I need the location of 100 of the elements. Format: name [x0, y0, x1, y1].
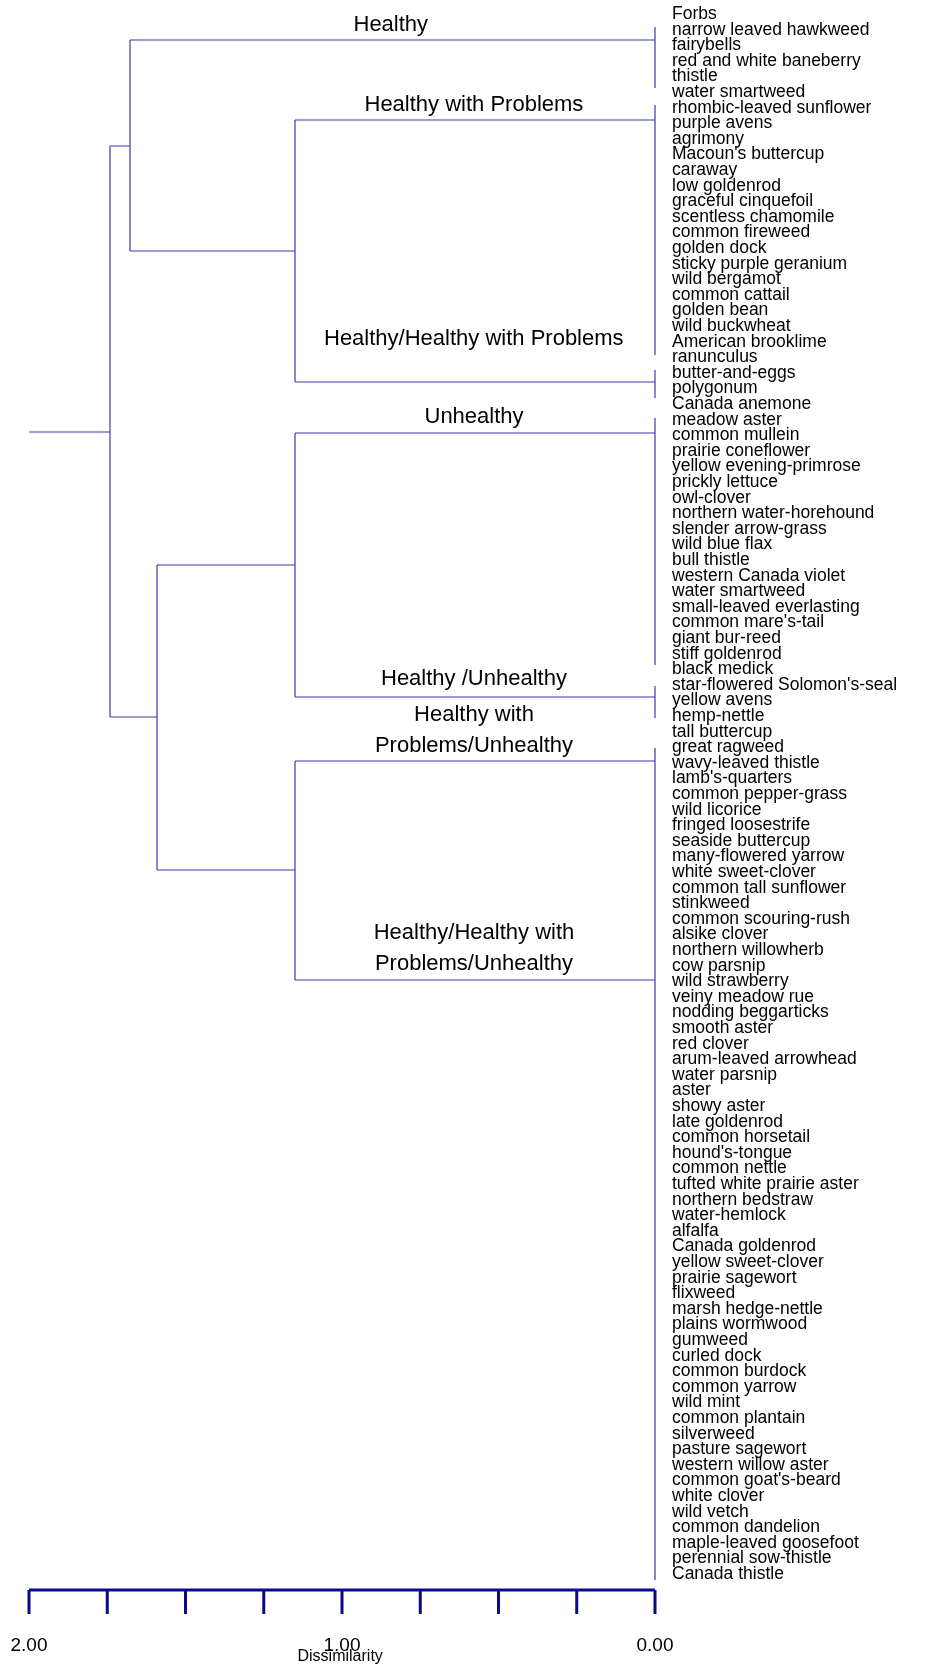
leaf-label: butter-and-eggs	[672, 364, 796, 381]
leaf-label: giant bur-reed	[672, 630, 781, 646]
leaf-label: thistle	[672, 68, 718, 85]
leaf-label: Canada goldenrod	[672, 1238, 816, 1255]
cluster-label: Healthy /Unhealthy	[381, 664, 567, 692]
leaf-label: wild licorice	[672, 801, 762, 818]
leaf-label: yellow avens	[672, 692, 773, 709]
leaf-label: common plantain	[672, 1410, 806, 1426]
leaf-label: white clover	[672, 1488, 765, 1504]
leaf-label: star-flowered Solomon's-seal	[672, 676, 898, 693]
leaf-label: common goat's-beard	[672, 1472, 841, 1489]
leaf-label: golden bean	[672, 302, 769, 319]
leaf-label: stiff goldenrod	[672, 645, 782, 662]
leaf-label: agrimony	[672, 130, 744, 147]
leaf-label: golden dock	[672, 240, 767, 256]
leaf-label: nodding beggarticks	[672, 1004, 829, 1021]
leaf-label: showy aster	[672, 1098, 766, 1114]
leaf-label: prairie coneflower	[672, 442, 811, 459]
leaf-label: caraway	[672, 162, 738, 178]
leaf-label: tufted white prairie aster	[672, 1176, 859, 1192]
leaf-label: aster	[672, 1082, 711, 1099]
leaf-label: western Canada violet	[672, 567, 846, 584]
leaf-label: flixweed	[672, 1285, 736, 1302]
leaf-label: common tall sunflower	[672, 879, 847, 896]
leaf-label: northern willowherb	[672, 942, 824, 958]
leaf-label: plains wormwood	[672, 1316, 808, 1333]
leaf-label: common burdock	[672, 1363, 807, 1380]
tick-label: 0.00	[635, 1634, 675, 1656]
leaf-label: small-leaved everlasting	[672, 598, 860, 615]
leaf-label: Macoun's buttercup	[672, 146, 825, 163]
cluster-label: Healthy/Healthy with Problems/Unhealthy	[372, 918, 576, 977]
leaf-label: low goldenrod	[672, 177, 781, 194]
leaf-label: white sweet-clover	[672, 864, 816, 880]
leaf-label: hemp-nettle	[672, 708, 765, 724]
leaf-label: late goldenrod	[672, 1113, 783, 1130]
leaf-label: bull thistle	[672, 552, 750, 568]
leaf-label: wild strawberry	[672, 973, 789, 990]
leaf-label: wild blue flax	[672, 536, 773, 553]
leaf-label: sticky purple geranium	[672, 255, 848, 272]
leaf-label: smooth aster	[672, 1020, 774, 1036]
leaf-label: common mullein	[672, 427, 800, 444]
cluster-label: Healthy with Problems	[364, 90, 584, 118]
leaf-label: tall buttercup	[672, 723, 773, 740]
leaf-label: yellow evening-primrose	[672, 458, 861, 475]
leaf-label: cow parsnip	[672, 957, 766, 974]
leaf-label: alfalfa	[672, 1222, 719, 1239]
leaf-label: water-hemlock	[672, 1207, 786, 1224]
cluster-label: Healthy/Healthy with Problems	[324, 324, 624, 352]
leaf-label: polygonum	[672, 380, 758, 397]
cluster-label: Healthy with Problems/Unhealthy	[373, 700, 575, 759]
leaf-label: rhombic-leaved sunflower	[672, 99, 872, 116]
leaf-label: curled dock	[672, 1347, 762, 1364]
leaf-label: stinkweed	[672, 895, 750, 912]
leaf-label: ranunculus	[672, 349, 758, 366]
leaf-label: northern bedstraw	[672, 1191, 814, 1208]
leaf-label: prickly lettuce	[672, 474, 778, 490]
leaf-label: seaside buttercup	[672, 832, 811, 849]
leaf-label: common scouring-rush	[672, 910, 850, 927]
leaf-label: water parsnip	[672, 1066, 778, 1083]
leaf-label: hound's-tongue	[672, 1144, 793, 1161]
leaf-label: wild mint	[672, 1394, 741, 1411]
leaf-label: American brooklime	[672, 333, 827, 350]
leaf-label: common mare's-tail	[672, 614, 825, 631]
leaf-label: wild vetch	[672, 1503, 749, 1520]
leaf-label: Canada anemone	[672, 396, 812, 412]
leaf-label: common dandelion	[672, 1519, 820, 1536]
leaf-label: veiny meadow rue	[672, 988, 815, 1005]
leaf-label: water smartweed	[672, 583, 806, 600]
leaf-label: maple-leaved goosefoot	[672, 1534, 859, 1551]
leaf-label: northern water-horehound	[672, 505, 875, 522]
leaf-label: water smartweed	[672, 84, 806, 100]
leaf-label: yellow sweet-clover	[672, 1254, 824, 1270]
leaf-label: narrow leaved hawkweed	[672, 21, 870, 38]
leaf-label: gumweed	[672, 1332, 748, 1348]
leaf-label: owl-clover	[672, 489, 751, 506]
tick-label: 2.00	[9, 1634, 49, 1656]
leaf-label: marsh hedge-nettle	[672, 1300, 823, 1317]
leaf-label: wild bergamot	[672, 271, 781, 288]
leaf-label: common fireweed	[672, 224, 811, 241]
leaf-label: purple avens	[672, 115, 773, 132]
leaf-label: pasture sagewort	[672, 1441, 807, 1458]
cluster-label: Healthy	[353, 10, 429, 38]
leaf-label: graceful cinquefoil	[672, 193, 814, 210]
column-heading: Forbs	[672, 6, 717, 22]
leaf-label: great ragweed	[672, 739, 784, 756]
leaf-label: fringed loosestrife	[672, 817, 811, 834]
leaf-label: red clover	[672, 1035, 749, 1052]
leaf-label: common nettle	[672, 1160, 787, 1177]
leaf-label: lamb's-quarters	[672, 770, 793, 787]
leaf-label: silverweed	[672, 1425, 755, 1442]
leaf-label: common yarrow	[672, 1378, 797, 1395]
leaf-label: meadow aster	[672, 411, 782, 428]
leaf-label: wavy-leaved thistle	[672, 754, 820, 771]
leaf-label: alsike clover	[672, 926, 769, 943]
leaf-label: fairybells	[672, 37, 742, 54]
leaf-label: Canada thistle	[672, 1566, 784, 1582]
leaf-label: common pepper-grass	[672, 786, 848, 802]
leaf-label: arum-leaved arrowhead	[672, 1051, 857, 1068]
leaf-label: perennial sow-thistle	[672, 1550, 832, 1567]
cluster-label: Unhealthy	[424, 402, 524, 430]
